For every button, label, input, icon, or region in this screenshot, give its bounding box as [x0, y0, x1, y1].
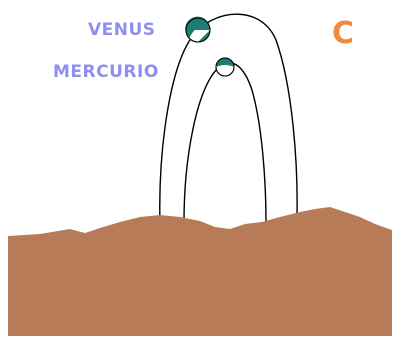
venus-orbit-arc [160, 14, 297, 225]
mercury-planet [216, 58, 234, 76]
venus-label: VENUS [88, 20, 156, 40]
ground-horizon [8, 207, 392, 336]
mercury-label: MERCURIO [53, 62, 159, 82]
panel-letter: C [332, 16, 354, 51]
venus-planet [185, 17, 210, 42]
mercury-orbit-arc [184, 63, 266, 222]
